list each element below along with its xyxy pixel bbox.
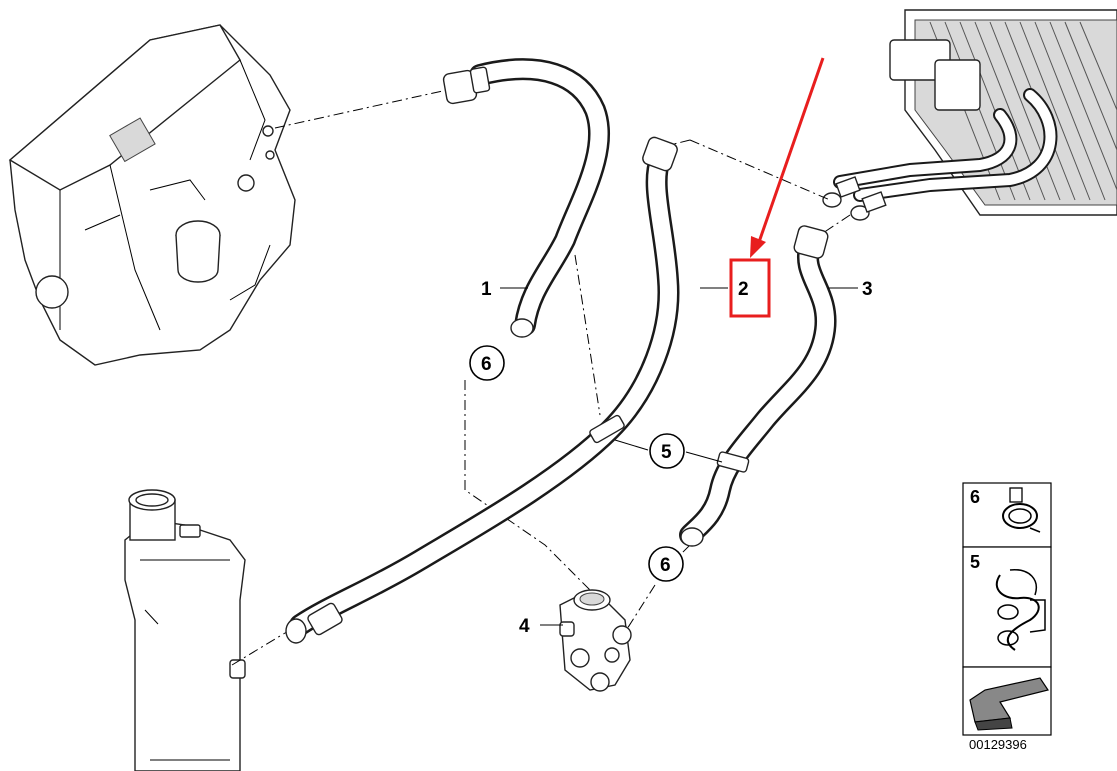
- expansion-tank-illustration: [124, 489, 246, 771]
- highlight-arrow-head: [750, 236, 766, 258]
- water-valve-illustration: [559, 589, 632, 692]
- hose-1: [442, 58, 611, 338]
- heater-core-illustration: [822, 9, 1117, 221]
- hose-clip-icon: [995, 569, 1046, 651]
- callout-5: 5: [661, 442, 672, 463]
- callout-6-lower-circle: 6: [648, 546, 684, 582]
- connection-lines: [231, 89, 851, 666]
- legend-panel: 6 5: [962, 482, 1052, 736]
- callout-4: 4: [519, 616, 530, 637]
- highlight-annotation: [729, 57, 825, 318]
- callout-6-upper-circle: 6: [469, 345, 505, 381]
- reference-code: 00129396: [969, 737, 1027, 752]
- hose-3: [679, 225, 837, 547]
- arrow-symbol-icon: [969, 677, 1049, 731]
- callout-6-upper: 6: [481, 354, 492, 375]
- highlight-box: [729, 258, 771, 318]
- legend-5: 5: [970, 552, 980, 572]
- hose-clamp-icon: [1002, 487, 1041, 533]
- highlight-arrow-shaft: [756, 57, 825, 246]
- leader-lines: [500, 287, 858, 626]
- callout-2: 2: [738, 279, 749, 300]
- callout-6-lower: 6: [660, 555, 671, 576]
- callout-3: 3: [862, 279, 873, 300]
- callout-5-circle: 5: [649, 433, 685, 469]
- engine-block-illustration: [8, 24, 296, 366]
- callout-1: 1: [481, 279, 492, 300]
- hose-2: [285, 136, 680, 644]
- legend-6: 6: [970, 487, 980, 507]
